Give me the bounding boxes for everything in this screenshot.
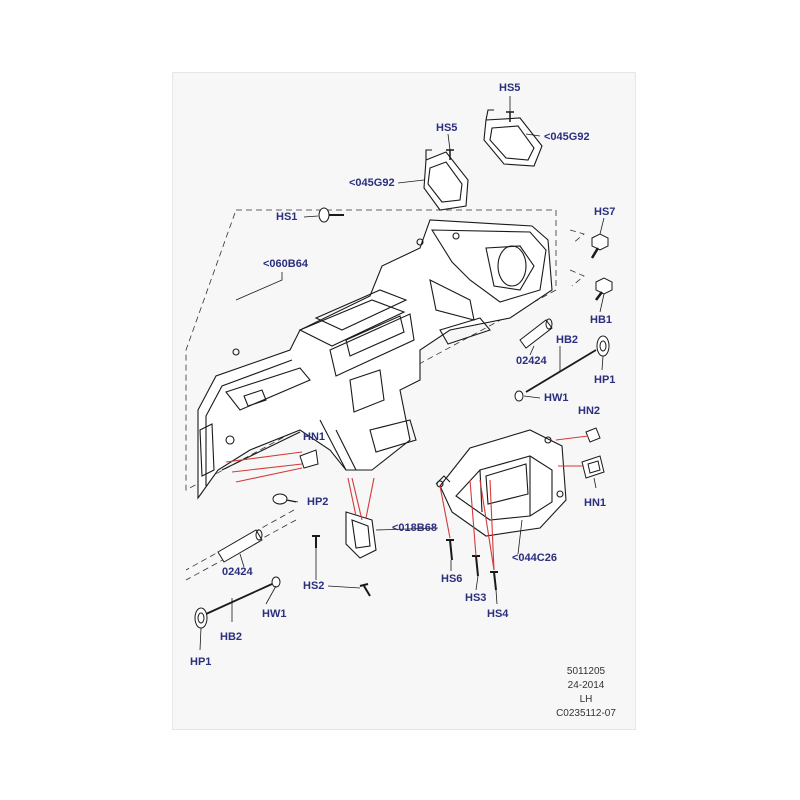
clip-hn2 bbox=[585, 427, 601, 443]
label-hp2: HP2 bbox=[307, 496, 329, 508]
clip-hn1-right bbox=[581, 455, 605, 479]
label-hw1-left: HW1 bbox=[262, 608, 287, 620]
label-hn2: HN2 bbox=[578, 405, 601, 417]
label-060b64: <060B64 bbox=[263, 258, 308, 270]
label-hb2-left: HB2 bbox=[220, 631, 243, 643]
spacer-02424-left bbox=[217, 529, 263, 563]
label-hw1-right: HW1 bbox=[544, 392, 569, 404]
screw-hs3 bbox=[472, 555, 480, 577]
label-hs5-mid: HS5 bbox=[436, 122, 458, 134]
label-hs4: HS4 bbox=[487, 608, 509, 620]
label-044c26: <044C26 bbox=[512, 552, 557, 564]
bracket-044c26 bbox=[435, 429, 567, 537]
label-018b68: <018B68 bbox=[392, 522, 437, 534]
long-bolt-hb2-left bbox=[194, 583, 273, 629]
bolt-hb1 bbox=[595, 277, 613, 301]
bolt-hs7 bbox=[590, 233, 609, 259]
plug-hp2 bbox=[272, 493, 297, 505]
bracket-018b68 bbox=[345, 511, 377, 559]
label-hs1: HS1 bbox=[276, 211, 298, 223]
reference-code: 5011205 bbox=[566, 666, 606, 677]
clip-hn1-left bbox=[299, 449, 319, 469]
reference-drawing-number: C0235112-07 bbox=[556, 708, 616, 719]
label-hs6: HS6 bbox=[441, 573, 463, 585]
cross-car-beam bbox=[197, 219, 553, 500]
bracket-045g92-left bbox=[423, 149, 469, 211]
label-045g92-top: <045G92 bbox=[544, 131, 590, 143]
label-045g92-mid: <045G92 bbox=[349, 177, 395, 189]
fastener-hs1 bbox=[318, 207, 344, 223]
reference-side: LH bbox=[579, 694, 593, 705]
red-leader-lines bbox=[225, 435, 589, 571]
screw-hs6 bbox=[446, 539, 454, 561]
label-hs3: HS3 bbox=[465, 592, 487, 604]
label-hs2: HS2 bbox=[303, 580, 325, 592]
washer-hw1-right bbox=[514, 390, 524, 402]
label-02424-left: 02424 bbox=[222, 566, 253, 578]
leader-lines bbox=[199, 96, 605, 651]
screws-hs2 bbox=[312, 535, 371, 597]
label-hs7: HS7 bbox=[594, 206, 616, 218]
label-hp1-left: HP1 bbox=[190, 656, 212, 668]
label-hp1-right: HP1 bbox=[594, 374, 616, 386]
label-hn1-left: HN1 bbox=[303, 431, 326, 443]
washer-hw1-left bbox=[271, 576, 281, 588]
reference-date: 24-2014 bbox=[567, 680, 605, 691]
spacer-02424-right bbox=[519, 318, 553, 349]
label-hs5-top: HS5 bbox=[499, 82, 521, 94]
label-hb1: HB1 bbox=[590, 314, 613, 326]
label-hn1-right: HN1 bbox=[584, 497, 607, 509]
label-hb2-right: HB2 bbox=[556, 334, 579, 346]
long-bolt-hb2-right bbox=[525, 335, 610, 393]
bracket-045g92-right bbox=[483, 109, 543, 167]
screw-hs4 bbox=[490, 571, 498, 591]
label-02424-right: 02424 bbox=[516, 355, 547, 367]
